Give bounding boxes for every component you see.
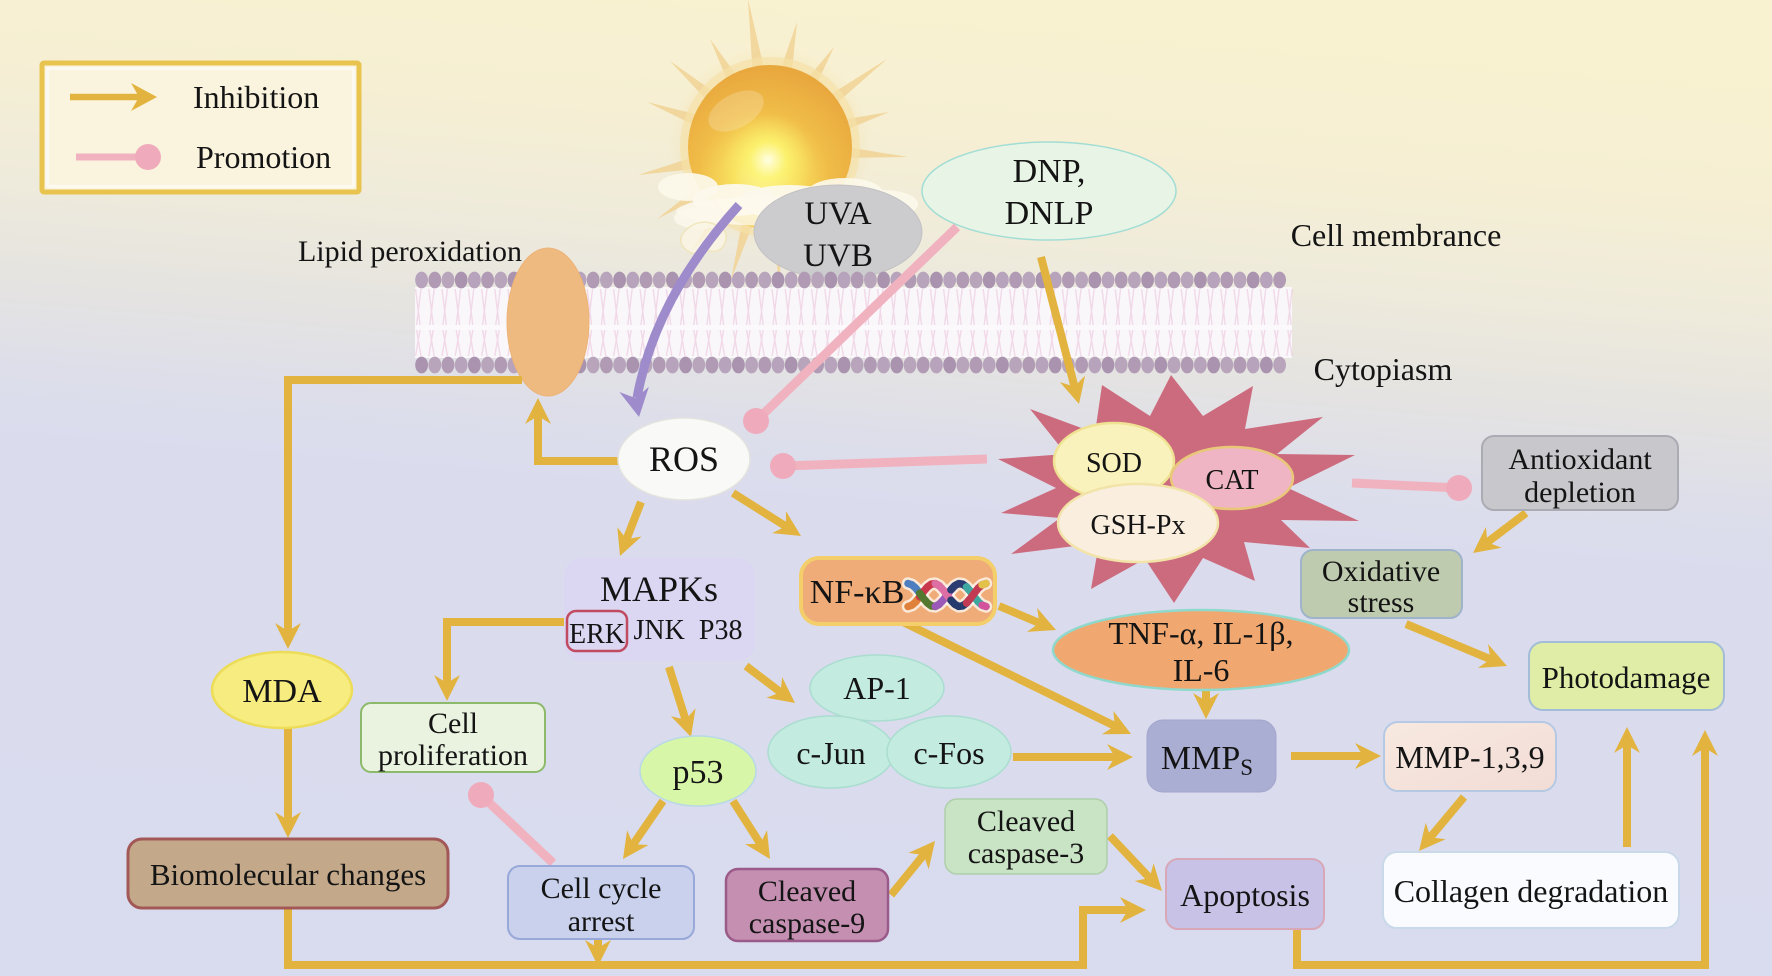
svg-text:Cell cycle: Cell cycle: [541, 872, 662, 905]
svg-text:Cell: Cell: [428, 707, 478, 740]
svg-text:Oxidative: Oxidative: [1322, 555, 1440, 588]
svg-text:TNF-α, IL-1β,: TNF-α, IL-1β,: [1108, 615, 1293, 651]
svg-text:MMPS: MMPS: [1161, 740, 1253, 780]
svg-text:Biomolecular changes: Biomolecular changes: [150, 857, 426, 892]
svg-text:UVB: UVB: [803, 238, 873, 274]
svg-text:GSH-Px: GSH-Px: [1091, 510, 1186, 541]
svg-text:DNLP: DNLP: [1005, 195, 1094, 232]
svg-text:c-Jun: c-Jun: [796, 735, 865, 771]
svg-text:proliferation: proliferation: [378, 739, 528, 772]
svg-text:CAT: CAT: [1206, 465, 1259, 496]
svg-text:caspase-9: caspase-9: [749, 907, 866, 940]
svg-text:Cell membrance: Cell membrance: [1291, 217, 1502, 253]
svg-text:c-Fos: c-Fos: [913, 735, 984, 771]
svg-text:Cleaved: Cleaved: [977, 805, 1075, 838]
svg-text:NF-κB: NF-κB: [810, 574, 905, 611]
svg-text:Collagen degradation: Collagen degradation: [1394, 873, 1669, 909]
svg-text:Cytopiasm: Cytopiasm: [1314, 351, 1453, 387]
svg-text:MMP-1,3,9: MMP-1,3,9: [1395, 739, 1544, 775]
svg-text:Apoptosis: Apoptosis: [1180, 877, 1310, 913]
svg-text:stress: stress: [1348, 586, 1415, 619]
svg-text:UVA: UVA: [804, 196, 871, 232]
svg-text:MAPKs: MAPKs: [600, 569, 718, 609]
svg-text:ROS: ROS: [649, 439, 719, 479]
svg-text:Antioxidant: Antioxidant: [1508, 443, 1652, 476]
svg-text:arrest: arrest: [568, 905, 635, 938]
svg-text:SOD: SOD: [1086, 448, 1142, 479]
svg-text:Inhibition: Inhibition: [193, 79, 319, 115]
svg-text:AP-1: AP-1: [843, 670, 911, 706]
svg-text:p53: p53: [673, 754, 724, 791]
svg-text:Promotion: Promotion: [196, 139, 331, 175]
svg-text:depletion: depletion: [1524, 476, 1636, 509]
svg-text:caspase-3: caspase-3: [968, 837, 1085, 870]
svg-text:Lipid peroxidation: Lipid peroxidation: [298, 235, 522, 268]
svg-text:IL-6: IL-6: [1173, 652, 1230, 688]
svg-text:Cleaved: Cleaved: [758, 875, 856, 908]
svg-text:DNP,: DNP,: [1013, 153, 1086, 190]
svg-text:JNK P38: JNK P38: [634, 615, 743, 646]
svg-text:Photodamage: Photodamage: [1542, 660, 1711, 695]
svg-text:MDA: MDA: [242, 673, 322, 710]
svg-text:ERK: ERK: [569, 619, 625, 650]
